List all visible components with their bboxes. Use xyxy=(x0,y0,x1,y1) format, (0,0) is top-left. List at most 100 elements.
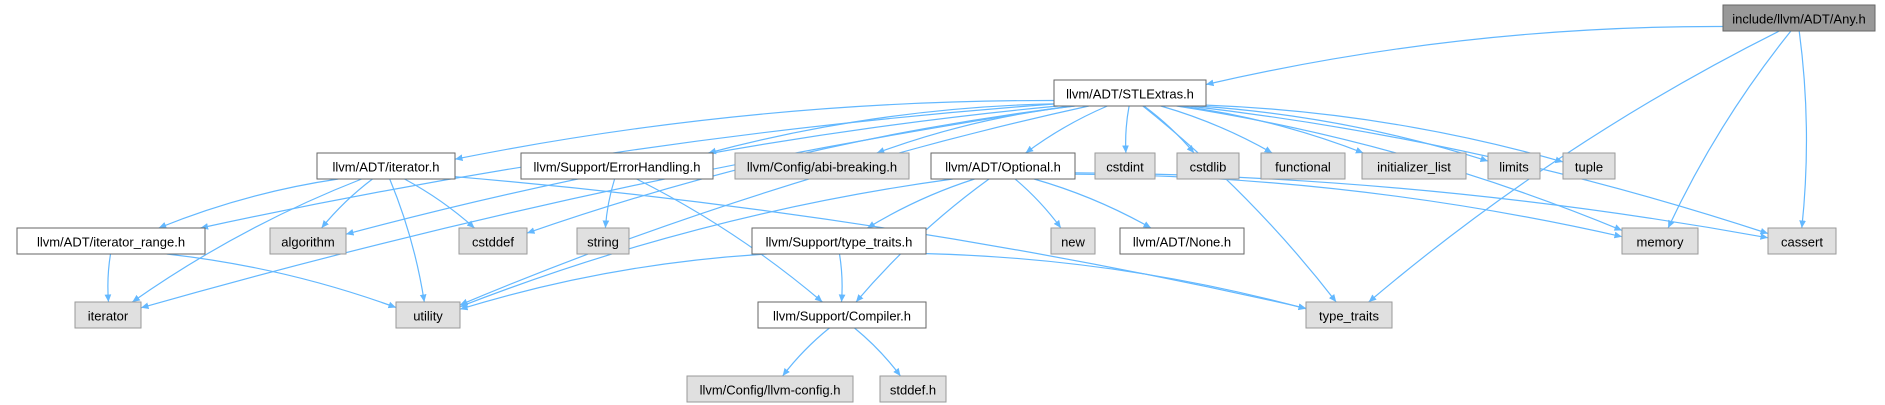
edge-stlextras-to-iterator xyxy=(140,105,1071,309)
node-functional-label: functional xyxy=(1275,160,1331,175)
node-cassert-label: cassert xyxy=(1781,235,1823,250)
node-any: include/llvm/ADT/Any.h xyxy=(1722,4,1876,32)
node-iteratorh-label: llvm/ADT/iterator.h xyxy=(333,160,440,175)
node-new-label: new xyxy=(1061,235,1085,250)
node-type_traits_h-label: llvm/Support/type_traits.h xyxy=(766,235,913,250)
node-abibreaking-label: llvm/Config/abi-breaking.h xyxy=(747,160,897,175)
node-string-box xyxy=(576,227,630,255)
node-functional-box xyxy=(1260,152,1346,180)
node-llvmconfig-label: llvm/Config/llvm-config.h xyxy=(700,383,841,398)
node-algorithm-box xyxy=(269,227,347,255)
node-abibreaking-box xyxy=(734,152,910,180)
node-none-box xyxy=(1119,227,1245,255)
edge-type_traits_h-to-compiler xyxy=(838,253,846,303)
edge-optional-to-none xyxy=(1033,178,1152,229)
node-errorhandling-label: llvm/Support/ErrorHandling.h xyxy=(534,160,701,175)
node-stddef: stddef.h xyxy=(879,375,947,403)
node-type_traits: type_traits xyxy=(1305,301,1393,329)
node-limits-box xyxy=(1487,152,1541,180)
edge-errorhandling-to-string xyxy=(602,178,616,229)
node-initializer_list: initializer_list xyxy=(1361,152,1467,180)
node-limits-label: limits xyxy=(1499,160,1529,175)
node-cstdlib: cstdlib xyxy=(1176,152,1240,180)
edge-stlextras-to-utility xyxy=(459,105,1090,306)
edge-errorhandling-to-compiler xyxy=(636,178,823,303)
node-llvmconfig: llvm/Config/llvm-config.h xyxy=(686,375,854,403)
node-errorhandling-box xyxy=(520,152,714,180)
node-cstdint: cstdint xyxy=(1094,152,1156,180)
edge-iterator_range-to-utility xyxy=(166,253,397,309)
edge-stlextras-to-iteratorh xyxy=(454,99,1055,162)
node-iterator_range[interactable]: llvm/ADT/iterator_range.h xyxy=(16,227,206,255)
node-compiler-label: llvm/Support/Compiler.h xyxy=(773,309,911,324)
node-type_traits-box xyxy=(1305,301,1393,329)
edge-stlextras-to-limits xyxy=(1198,105,1489,163)
edge-stlextras-to-optional xyxy=(1025,105,1108,154)
edge-iteratorh-to-iterator_range xyxy=(158,178,339,229)
node-string-label: string xyxy=(587,235,619,250)
edge-stlextras-to-cassert xyxy=(1188,105,1769,235)
edge-any-to-cassert xyxy=(1798,30,1808,229)
node-optional-box xyxy=(930,152,1076,180)
node-stlextras[interactable]: llvm/ADT/STLExtras.h xyxy=(1053,79,1207,107)
edge-optional-to-new xyxy=(1014,178,1062,229)
edge-stlextras-to-iterator_range xyxy=(200,103,1055,230)
node-stlextras-label: llvm/ADT/STLExtras.h xyxy=(1066,87,1194,102)
edge-any-to-stlextras xyxy=(1205,25,1724,87)
node-any-box xyxy=(1722,4,1876,32)
node-cstdlib-box xyxy=(1176,152,1240,180)
node-tuple-box xyxy=(1562,152,1616,180)
node-cstddef-box xyxy=(458,227,528,255)
edge-compiler-to-stddef xyxy=(854,327,901,377)
node-initializer_list-label: initializer_list xyxy=(1377,160,1451,175)
node-stddef-label: stddef.h xyxy=(890,383,936,398)
edges-layer xyxy=(104,25,1808,377)
node-memory-label: memory xyxy=(1637,235,1684,250)
node-llvmconfig-box xyxy=(686,375,854,403)
edge-stlextras-to-errorhandling xyxy=(708,103,1055,155)
node-stlextras-box xyxy=(1053,79,1207,107)
node-new: new xyxy=(1050,227,1096,255)
edge-iteratorh-to-algorithm xyxy=(321,178,373,229)
node-cstddef: cstddef xyxy=(458,227,528,255)
edge-iteratorh-to-iterator xyxy=(131,178,362,303)
node-cstdlib-label: cstdlib xyxy=(1190,160,1227,175)
edge-type_traits_h-to-type_traits xyxy=(925,253,1307,311)
node-compiler-box xyxy=(757,301,927,329)
edge-optional-to-type_traits_h xyxy=(867,178,975,229)
node-cassert: cassert xyxy=(1767,227,1837,255)
edge-stlextras-to-tuple xyxy=(1205,104,1564,164)
node-none[interactable]: llvm/ADT/None.h xyxy=(1119,227,1245,255)
node-cstdint-box xyxy=(1094,152,1156,180)
node-utility-box xyxy=(395,301,461,329)
node-iterator_range-box xyxy=(16,227,206,255)
edge-iteratorh-to-utility xyxy=(389,178,427,303)
nodes-layer: include/llvm/ADT/Any.h llvm/ADT/STLExtras… xyxy=(16,4,1876,403)
node-string: string xyxy=(576,227,630,255)
node-tuple: tuple xyxy=(1562,152,1616,180)
node-none-label: llvm/ADT/None.h xyxy=(1133,235,1231,250)
node-type_traits_h-box xyxy=(751,227,927,255)
edge-iterator_range-to-iterator xyxy=(104,253,112,303)
node-cassert-box xyxy=(1767,227,1837,255)
node-compiler[interactable]: llvm/Support/Compiler.h xyxy=(757,301,927,329)
node-optional-label: llvm/ADT/Optional.h xyxy=(945,160,1061,175)
edge-any-to-memory xyxy=(1667,30,1792,229)
node-optional[interactable]: llvm/ADT/Optional.h xyxy=(930,152,1076,180)
node-cstddef-label: cstddef xyxy=(472,235,514,250)
node-functional: functional xyxy=(1260,152,1346,180)
node-utility-label: utility xyxy=(413,309,443,324)
edge-type_traits_h-to-utility xyxy=(459,253,767,311)
edge-stlextras-to-cstdint xyxy=(1122,105,1130,154)
node-any-label: include/llvm/ADT/Any.h xyxy=(1732,12,1865,27)
node-memory-box xyxy=(1621,227,1699,255)
edge-optional-to-utility xyxy=(459,178,953,308)
node-iteratorh[interactable]: llvm/ADT/iterator.h xyxy=(316,152,456,180)
edge-compiler-to-llvmconfig xyxy=(782,327,830,377)
node-errorhandling[interactable]: llvm/Support/ErrorHandling.h xyxy=(520,152,714,180)
node-memory: memory xyxy=(1621,227,1699,255)
edge-stlextras-to-abibreaking xyxy=(876,105,1076,154)
node-type_traits_h[interactable]: llvm/Support/type_traits.h xyxy=(751,227,927,255)
edge-optional-to-cassert xyxy=(1074,172,1769,240)
